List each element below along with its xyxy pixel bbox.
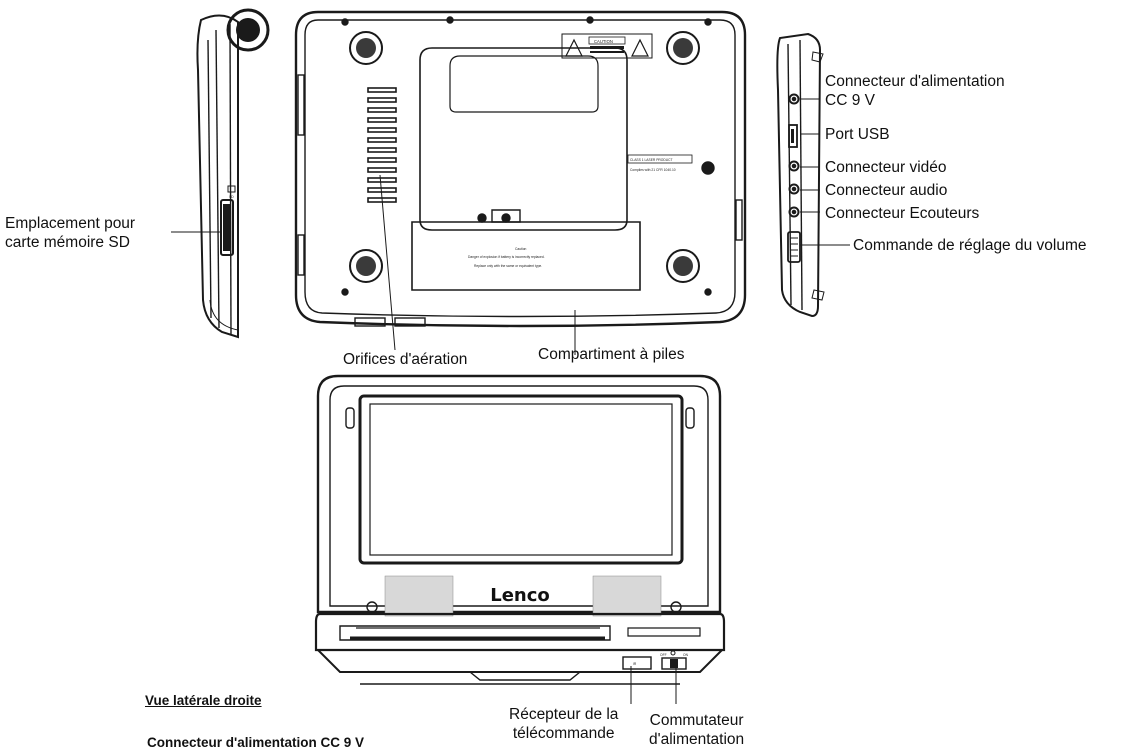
vent-slots	[367, 87, 397, 203]
label-audio: Connecteur audio	[825, 182, 948, 199]
left-side-view	[196, 8, 270, 339]
foot	[349, 249, 383, 283]
switch-off-text: OFF	[660, 653, 667, 657]
label-volume: Commande de réglage du volume	[853, 237, 1087, 254]
audio-jack	[788, 183, 800, 195]
sd-slot	[220, 199, 234, 256]
ir-mark: IR	[633, 662, 637, 666]
switch-on-text: ON	[683, 653, 689, 657]
right-side-view	[776, 32, 825, 318]
label-ir-receiver: Récepteur de la télécommande	[509, 706, 619, 742]
bottom-view	[294, 10, 747, 328]
class1-label: CLASS 1 LASER PRODUCT	[630, 158, 673, 162]
label-sd-slot: Emplacement pour carte mémoire SD	[5, 215, 136, 251]
label-power-switch: Commutateur d'alimentation	[649, 712, 745, 748]
foot	[666, 31, 700, 65]
usb-port	[788, 124, 798, 148]
heading-dc-section: Connecteur d'alimentation CC 9 V	[147, 735, 364, 750]
headphone-jack	[788, 206, 800, 218]
power-switch	[661, 657, 687, 670]
hinge-knob	[226, 8, 270, 52]
heading-right-view: Vue latérale droite	[145, 693, 262, 708]
leader-lines	[171, 98, 850, 704]
battery-compartment	[411, 221, 641, 291]
video-jack	[788, 160, 800, 172]
brand-logo: Lenco	[490, 585, 550, 606]
battery-caution-line2: Replace only with the same or equivalent…	[474, 264, 542, 268]
label-battery: Compartiment à piles	[538, 346, 685, 363]
speaker-grille	[384, 575, 454, 617]
dc-jack	[788, 93, 800, 105]
battery-caution-line1: Danger of explosion if battery is incorr…	[468, 255, 545, 259]
complies-text: Complies with 21 CFR 1040.10	[630, 168, 676, 172]
caution-label: CAUTION	[594, 39, 613, 44]
sd-mark: SD	[229, 195, 234, 199]
screen	[358, 394, 684, 565]
label-usb: Port USB	[825, 126, 890, 143]
volume-wheel	[787, 231, 801, 263]
battery-caution-title: Caution	[515, 247, 527, 251]
ir-receiver	[622, 656, 652, 670]
front-view	[314, 374, 726, 685]
foot	[349, 31, 383, 65]
label-headphones: Connecteur Ecouteurs	[825, 205, 980, 222]
label-dc-in: Connecteur d'alimentation CC 9 V	[825, 73, 1005, 109]
label-video: Connecteur vidéo	[825, 159, 947, 176]
speaker-grille	[592, 575, 662, 617]
label-vents: Orifices d'aération	[343, 351, 468, 368]
foot	[666, 249, 700, 283]
